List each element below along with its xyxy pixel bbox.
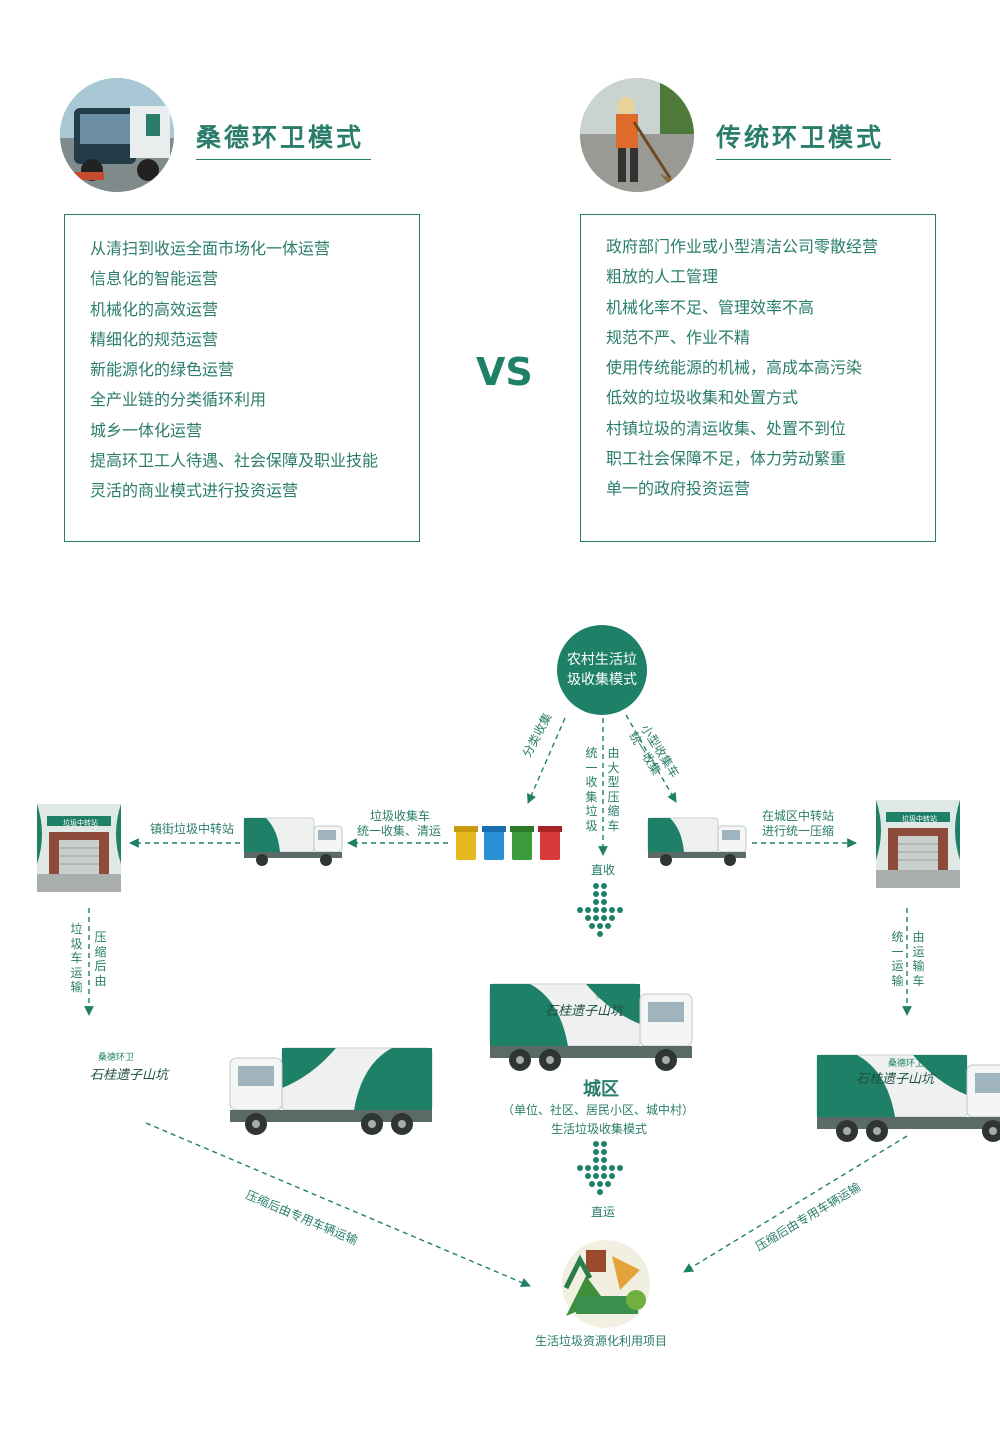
big-truck-label: 由大型压缩车 bbox=[607, 746, 620, 833]
right-feature-item: 低效的垃圾收集和处置方式 bbox=[606, 388, 799, 408]
right-feature-item: 机械化率不足、管理效率不高 bbox=[606, 297, 815, 317]
truck-slogan-right: 石桂遗子山坑 bbox=[856, 1072, 935, 1087]
unified-collect-label: 统一收集垃圾 bbox=[585, 746, 598, 833]
town-station-label: 镇街垃圾中转站 bbox=[150, 822, 235, 836]
right-features-box: 政府部门作业或小型清洁公司零散经营 粗放的人工管理 机械化率不足、管理效率不高 … bbox=[580, 214, 936, 542]
street-sweeper-photo bbox=[580, 78, 694, 192]
rural-mode-label: 农村生活垃圾收集模式 bbox=[567, 652, 637, 688]
right-mode-title: 传统环卫模式 bbox=[716, 123, 885, 152]
truck-slogan-center: 石桂遗子山坑 bbox=[545, 1004, 624, 1019]
right-feature-item: 使用传统能源的机械，高成本高污染 bbox=[606, 358, 863, 378]
truck-slogan-left: 石桂遗子山坑 bbox=[90, 1068, 169, 1083]
direct-collect-label: 直收 bbox=[591, 863, 616, 877]
truck-brand-left: 桑德环卫 bbox=[98, 1053, 135, 1063]
right-title-underline bbox=[716, 159, 891, 160]
left-feature-item: 机械化的高效运营 bbox=[90, 299, 219, 319]
right-feature-item: 规范不严、作业不精 bbox=[606, 327, 751, 347]
left-feature-item: 全产业链的分类循环利用 bbox=[90, 390, 267, 410]
left-feature-item: 城乡一体化运营 bbox=[90, 420, 203, 440]
truck-brand-center: 桑德环卫 bbox=[596, 991, 633, 1001]
right-feature-item: 职工社会保障不足，体力劳动繁重 bbox=[606, 449, 847, 469]
truck-brand-right: 桑德环卫 bbox=[888, 1059, 925, 1069]
left-mode-title: 桑德环卫模式 bbox=[196, 123, 365, 152]
city-mode-label: 生活垃圾收集模式 bbox=[551, 1122, 648, 1136]
right-down-label-a: 统一运输 bbox=[891, 930, 904, 988]
left-features-box: 从清扫到收运全面市场化一体运营 信息化的智能运营 机械化的高效运营 精细化的规范… bbox=[64, 214, 420, 542]
left-features-list: 从清扫到收运全面市场化一体运营 信息化的智能运营 机械化的高效运营 精细化的规范… bbox=[90, 234, 419, 507]
left-feature-item: 从清扫到收运全面市场化一体运营 bbox=[90, 239, 331, 258]
right-feature-item: 政府部门作业或小型清洁公司零散经营 bbox=[606, 237, 879, 256]
resource-project-label: 生活垃圾资源化利用项目 bbox=[535, 1334, 668, 1348]
left-feature-item: 精细化的规范运营 bbox=[90, 329, 219, 349]
left-feature-item: 提高环卫工人待遇、社会保障及职业技能 bbox=[90, 451, 379, 471]
station-sign-left: 垃圾中转站 bbox=[63, 819, 98, 827]
left-feature-item: 信息化的智能运营 bbox=[90, 269, 219, 289]
direct-transport-label: 直运 bbox=[591, 1205, 616, 1219]
right-feature-item: 粗放的人工管理 bbox=[606, 267, 719, 287]
left-feature-item: 灵活的商业模式进行投资运营 bbox=[90, 481, 299, 501]
right-features-list: 政府部门作业或小型清洁公司零散经营 粗放的人工管理 机械化率不足、管理效率不高 … bbox=[606, 232, 935, 505]
vs-label: VS bbox=[476, 350, 533, 394]
city-station-label-2: 进行统一压缩 bbox=[762, 824, 835, 838]
left-down-label-a: 垃圾车运输 bbox=[70, 922, 83, 994]
left-title-underline bbox=[196, 159, 371, 160]
rural-mode-circle: 农村生活垃圾收集模式 bbox=[557, 625, 647, 715]
station-sign-right: 垃圾中转站 bbox=[902, 815, 937, 823]
right-feature-item: 单一的政府投资运营 bbox=[606, 479, 751, 499]
collector-label-1: 垃圾收集车 bbox=[370, 809, 431, 823]
sweeper-truck-photo bbox=[60, 78, 174, 192]
city-station-label-1: 在城区中转站 bbox=[762, 809, 835, 823]
left-down-label-b: 压缩后由 bbox=[94, 930, 107, 988]
left-feature-item: 新能源化的绿色运营 bbox=[90, 360, 235, 380]
city-subtitle: （单位、社区、居民小区、城中村） bbox=[502, 1103, 695, 1117]
city-title: 城区 bbox=[583, 1079, 619, 1100]
collector-label-2: 统一收集、清运 bbox=[357, 824, 442, 838]
right-feature-item: 村镇垃圾的清运收集、处置不到位 bbox=[606, 418, 847, 438]
right-down-label-b: 由运输车 bbox=[912, 930, 925, 988]
